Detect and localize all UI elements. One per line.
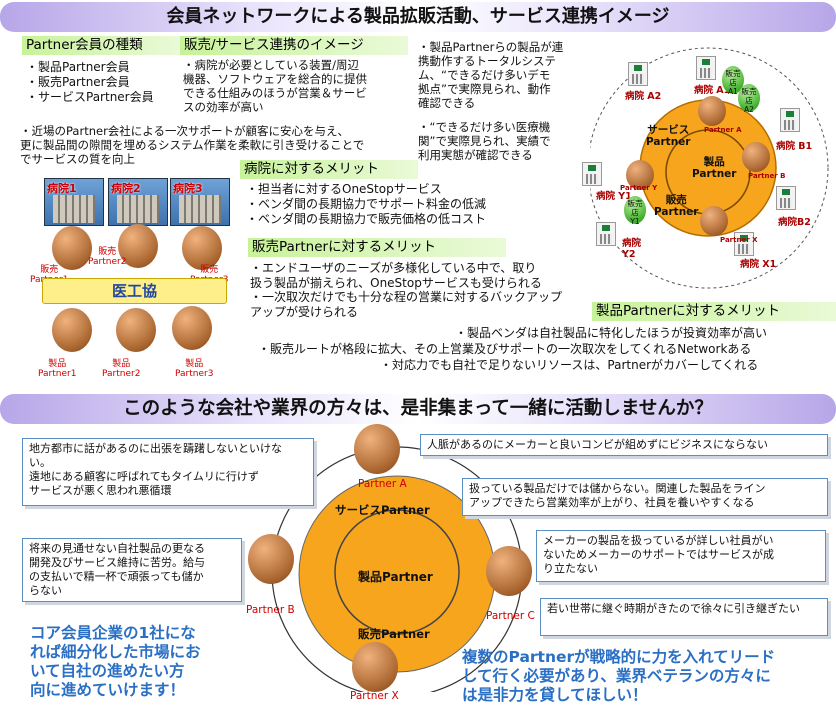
sales-store-a1: 販売店 A1	[722, 66, 744, 96]
ring-partner-b-icon	[742, 142, 770, 172]
product-partner-3-icon	[172, 306, 212, 350]
sales-store-a2: 販売店 A2	[738, 84, 760, 114]
service-coop-heading: 販売/サービス連携のイメージ	[180, 36, 408, 55]
issue-box-left-2: 将来の見通せない自社製品の更なる 開発及びサービス維持に苦労。給与 の支払いで精…	[22, 538, 242, 602]
sales-merit-heading: 販売Partnerに対するメリット	[248, 238, 506, 257]
bottom-partner-c-icon	[486, 546, 532, 596]
hospital-icon-a2	[628, 62, 648, 86]
hospital-merit-heading: 病院に対するメリット	[240, 160, 418, 179]
nearby-support-text: ・近場のPartner会社による一次サポートが顧客に安心を与え、 更に製品間の隙…	[20, 124, 365, 166]
issue-box-right-2: 扱っている製品だけでは儲からない。関連した製品をライン アップできたら営業効率が…	[462, 478, 828, 516]
bottom-banner	[0, 394, 836, 424]
product-partner-2-icon	[116, 308, 156, 352]
product-partner-1-label: 製品 Partner1	[38, 359, 77, 379]
ring-partner-y-icon	[626, 160, 654, 190]
bottom-partner-b-label: Partner B	[246, 604, 295, 616]
product-merit-3: ・対応力でも自社で足りないリソースは、Partnerがカバーしてくれる	[380, 358, 759, 372]
hospital-merit-list: ・担当者に対するOneStopサービス ・ベンダ間の長期協力でサポート料金の低減…	[246, 182, 487, 226]
bottom-partner-a-icon	[354, 424, 400, 474]
partner-types-list: ・製品Partner会員 ・販売Partner会員 ・サービスPartner会員	[26, 60, 154, 104]
hospital-label-y2: 病院 Y2	[622, 238, 642, 260]
bottom-product-label: 製品Partner	[358, 570, 433, 584]
ring-partner-a-label: Partner A	[704, 126, 742, 134]
bottom-partner-a-label: Partner A	[358, 478, 407, 490]
hospital-label-a2: 病院 A2	[625, 91, 662, 102]
ring-service-label: サービス Partner	[646, 124, 691, 148]
sales-partner-1-icon	[52, 226, 92, 270]
hospital-building-2: 病院2	[108, 178, 168, 226]
hospital-building-3: 病院3	[170, 178, 230, 226]
product-merit-heading: 製品Partnerに対するメリット	[592, 302, 836, 321]
issue-box-left-1: 地方都市に話があるのに出張を躊躇しないといけな い。 遠地にある顧客に呼ばれても…	[22, 438, 314, 506]
ring-partner-y-label: Partner Y	[620, 184, 658, 192]
hospital-label-2: 病院2	[111, 182, 141, 195]
sales-store-y1: 販売店 Y1	[624, 196, 646, 226]
hospital-icon-x1	[734, 232, 754, 256]
bottom-partner-b-icon	[248, 534, 294, 584]
product-partner-3-label: 製品 Partner3	[175, 359, 214, 379]
ring-partner-x-label: Partner X	[720, 236, 758, 244]
hospital-label-x1: 病院 X1	[740, 259, 777, 270]
partner-types-heading: Partner会員の種類	[22, 36, 180, 55]
hospital-icon-y2	[596, 222, 616, 246]
bottom-sales-label: 販売Partner	[358, 627, 430, 641]
hospital-label-b1: 病院 B1	[776, 141, 813, 152]
ring-partner-x-icon	[700, 206, 728, 236]
top-banner	[0, 2, 836, 32]
product-merit-2: ・販売ルートが格段に拡大、その上営業及びサポートの一次取次をしてくれるNetwo…	[258, 342, 752, 356]
sales-partner-3-icon	[182, 226, 222, 270]
ring-sales-label: 販売 Partner	[654, 194, 699, 218]
product-demo-text: ・製品Partnerらの製品が連 携動作するトータルシステ ム、“できるだけ多い…	[418, 40, 564, 110]
issue-box-right-3: メーカーの製品を扱っているが詳しい社員がい ないためメーカーのサポートではサービ…	[536, 530, 826, 582]
core-member-message: コア会員企業の1社にな れば細分化した市場にお いて自社の進めたい方 向に進めて…	[30, 624, 201, 699]
bottom-partner-x-label: Partner X	[350, 690, 399, 702]
hospital-icon-b1	[780, 108, 800, 132]
service-coop-text: ・病院が必要としている装置/周辺 機器、ソフトウェアを総合的に提供 できる仕組み…	[183, 58, 367, 114]
ring-product-label: 製品 Partner	[692, 156, 737, 180]
issue-box-right-1: 人脈があるのにメーカーと良いコンビが組めずにビジネスにならない	[420, 434, 828, 456]
ecosystem-rings	[590, 47, 829, 289]
hospital-icon-b2	[776, 186, 796, 210]
hospital-icon-a1	[696, 56, 716, 80]
product-partner-1-icon	[52, 308, 92, 352]
ring-partner-b-label: Partner B	[748, 172, 786, 180]
hospital-label-y1: 病院 Y1	[596, 191, 632, 202]
sales-partner-2-label: 販売 Partner2	[88, 247, 127, 267]
top-banner-title: 会員ネットワークによる製品拡販活動、サービス連携イメージ	[166, 6, 670, 27]
veteran-call-message: 複数のPartnerが戦略的に力を入れてリード して行く必要があり、業界ベテラン…	[462, 648, 776, 704]
hospital-label-1: 病院1	[47, 182, 77, 195]
hospital-icon-y1	[582, 162, 602, 186]
bottom-partner-c-label: Partner C	[486, 610, 535, 622]
bottom-partner-x-icon	[352, 642, 398, 692]
ring-partner-a-icon	[698, 96, 726, 126]
hospital-label-b2: 病院B2	[778, 217, 811, 228]
issue-box-right-4: 若い世帯に継ぐ時期がきたので徐々に引き継ぎたい	[540, 598, 828, 636]
bottom-banner-title: このような会社や業界の方々は、是非集まって一緒に活動しませんか？	[123, 398, 713, 419]
hospital-label-3: 病院3	[173, 182, 203, 195]
hospital-building-1: 病院1	[44, 178, 104, 226]
product-merit-1: ・製品ベンダは自社製品に特化したほうが投資効率が高い	[455, 326, 768, 340]
ikokyo-banner: 医工協	[42, 278, 227, 304]
sales-merit-list: ・エンドユーザのニーズが多様化している中で、取り 扱う製品が揃えられ、OneSt…	[250, 261, 563, 319]
sales-partner-2-icon	[118, 224, 158, 268]
bottom-service-label: サービスPartner	[335, 503, 430, 517]
hospital-label-a1: 病院 A1	[694, 85, 731, 96]
product-partner-2-label: 製品 Partner2	[102, 359, 141, 379]
hospital-results-text: ・“できるだけ多い医療機 関”で実際見られ、実績で 利用実態が確認できる	[418, 120, 551, 162]
